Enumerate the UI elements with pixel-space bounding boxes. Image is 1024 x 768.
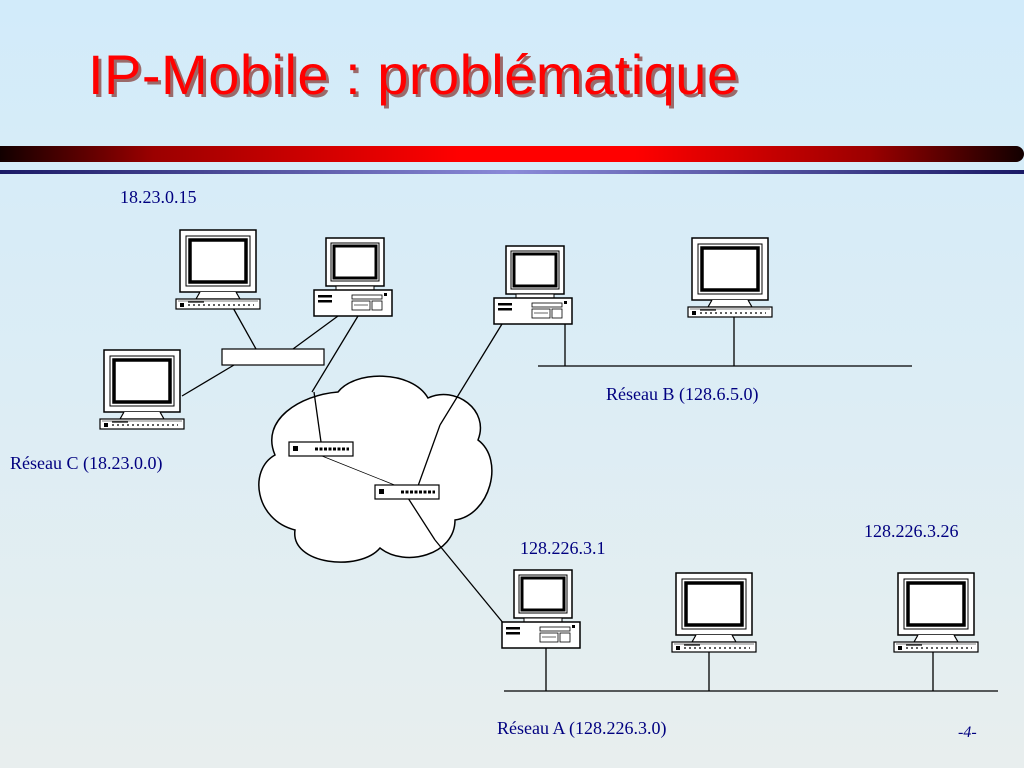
monitor-workstation-icon (98, 348, 186, 431)
monitor-workstation-icon (686, 236, 774, 319)
title-rule (0, 170, 1024, 174)
monitor-workstation-icon (670, 571, 758, 654)
desktop-pc-icon (312, 236, 394, 318)
network-c-label: Réseau C (18.23.0.0) (10, 453, 163, 473)
network-a-label: Réseau A (128.226.3.0) (497, 718, 667, 738)
slide-title: IP-Mobile : problématique (88, 43, 739, 106)
ip-label-128-226-3-26: 128.226.3.26 (864, 521, 959, 541)
hub-icon (221, 348, 325, 366)
monitor-workstation-icon (892, 571, 980, 654)
router-icon (373, 483, 441, 501)
title-accent-bar (0, 146, 1024, 162)
page-number: -4- (958, 724, 977, 741)
desktop-pc-icon (500, 568, 582, 650)
router-icon (287, 440, 355, 458)
internet-cloud-icon (258, 375, 493, 563)
network-b-label: Réseau B (128.6.5.0) (606, 384, 759, 404)
ip-label-128-226-3-1: 128.226.3.1 (520, 538, 606, 558)
monitor-workstation-icon (174, 228, 262, 311)
desktop-pc-icon (492, 244, 574, 326)
ip-label-18-23-0-15: 18.23.0.15 (120, 187, 197, 207)
